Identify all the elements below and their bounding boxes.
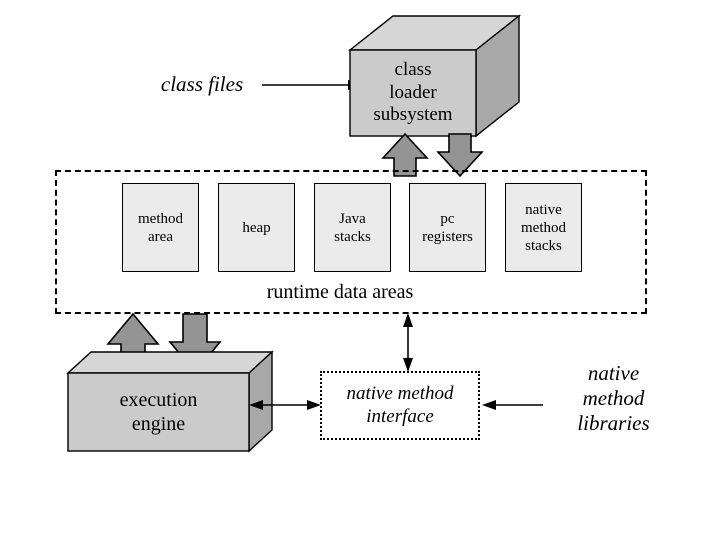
memory-box-method-area[interactable]: method area xyxy=(122,183,199,272)
execution-engine-3d-faces xyxy=(66,350,274,453)
engine-to-interface-double-arrow xyxy=(249,400,321,410)
class-loader-3d-faces xyxy=(347,14,522,138)
memory-box-native-method-stacks[interactable]: native method stacks xyxy=(505,183,582,272)
class-loader-down-block-arrow xyxy=(436,133,484,178)
memory-box-pc-registers[interactable]: pc registers xyxy=(409,183,486,272)
native-method-libraries-label: native method libraries xyxy=(577,361,650,435)
execution-engine-box[interactable]: execution engine xyxy=(66,350,276,454)
memory-box-heap[interactable]: heap xyxy=(218,183,295,272)
native-method-interface-box[interactable]: native method interface xyxy=(320,371,480,440)
class-loader-up-block-arrow xyxy=(381,132,429,177)
memory-box-java-stacks[interactable]: Java stacks xyxy=(314,183,391,272)
execution-engine-down-block-arrow xyxy=(168,313,222,374)
libraries-to-interface-arrow xyxy=(482,400,543,410)
runtime-to-interface-double-arrow xyxy=(403,313,413,372)
class-loader-subsystem-box[interactable]: class loader subsystem xyxy=(345,8,522,138)
class-loader-subsystem-label: class loader subsystem xyxy=(373,58,453,126)
runtime-data-areas-container xyxy=(55,170,647,314)
class-files-label: class files xyxy=(160,72,244,96)
runtime-data-areas-caption: runtime data areas xyxy=(266,281,414,303)
execution-engine-label: execution engine xyxy=(119,389,198,435)
